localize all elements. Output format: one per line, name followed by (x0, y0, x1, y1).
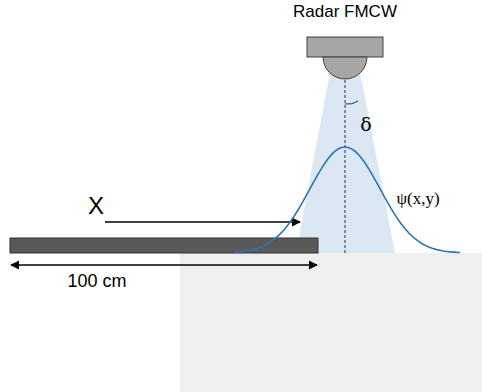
length-dimension (11, 264, 317, 265)
beam-axis (345, 80, 346, 253)
radar-dome (323, 57, 367, 79)
angle-label: δ (360, 114, 371, 135)
radar-beam (296, 72, 395, 253)
ground-block (180, 253, 482, 392)
dimension-label: 100 cm (67, 272, 126, 292)
gaussian-curve (235, 147, 460, 252)
position-label: X (88, 193, 104, 219)
radar-body (307, 37, 383, 57)
function-label: ψ(x,y) (396, 190, 439, 209)
device-label: Radar FMCW (293, 3, 397, 22)
position-arrow (105, 221, 300, 222)
angle-arc (345, 101, 358, 104)
